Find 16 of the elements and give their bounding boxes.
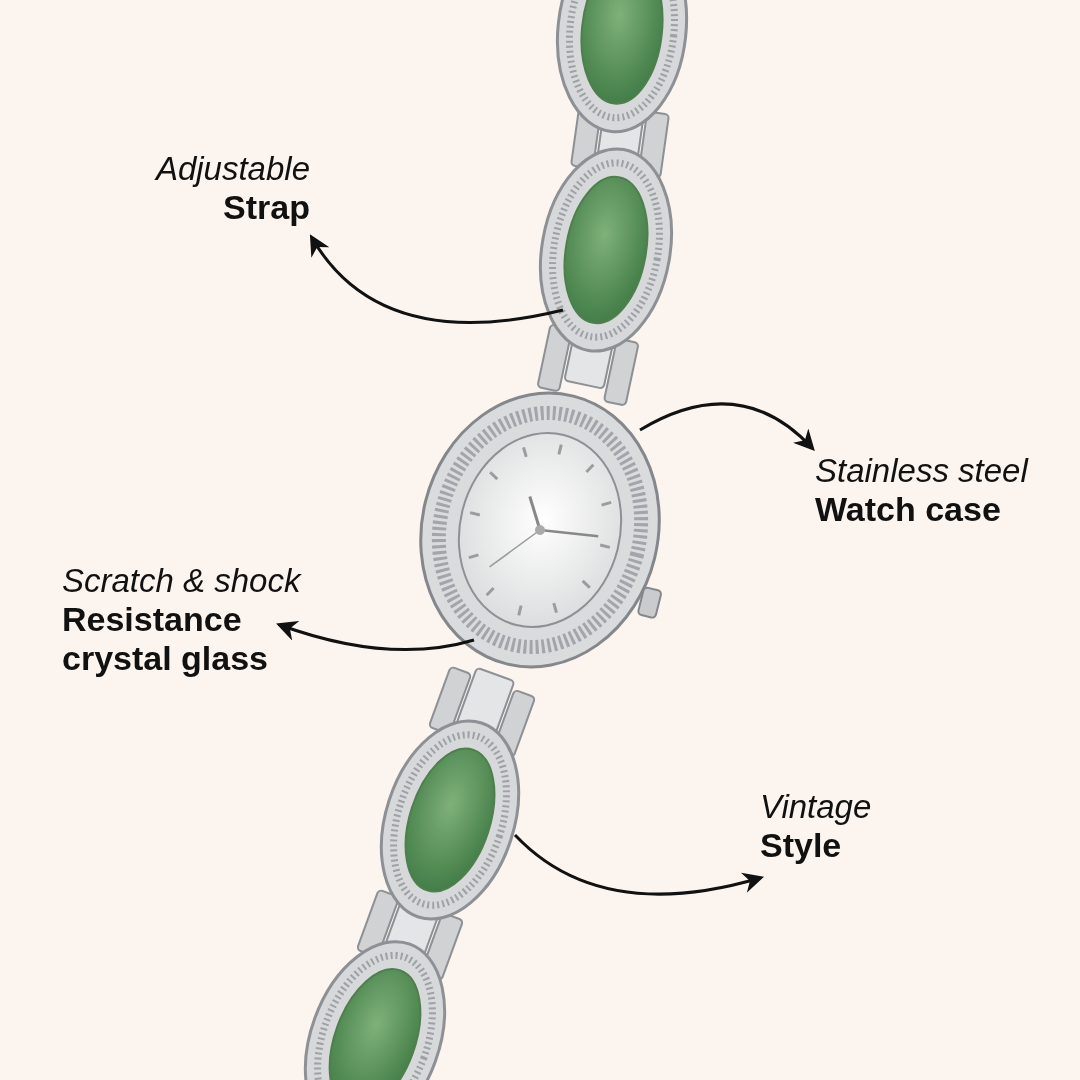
- leader-arrow: [309, 234, 564, 324]
- feature-caption: Scratch & shock: [62, 562, 301, 600]
- feature-caption: Adjustable: [155, 150, 310, 188]
- leader-arrow: [276, 620, 475, 652]
- feature-caption: Stainless steel: [815, 452, 1028, 490]
- leader-arrow: [639, 402, 815, 451]
- feature-title: Strap: [223, 187, 310, 228]
- feature-title: Watch case: [815, 489, 1001, 530]
- feature-title: Style: [760, 825, 842, 866]
- feature-caption: Vintage: [760, 788, 872, 826]
- bracelet-link: [539, 147, 673, 353]
- crystal-glass: [457, 432, 623, 628]
- watch-case: [419, 391, 663, 669]
- feature-title: Resistance crystal glass: [62, 599, 270, 679]
- bracelet-link: [380, 719, 520, 921]
- leader-arrow: [513, 833, 765, 896]
